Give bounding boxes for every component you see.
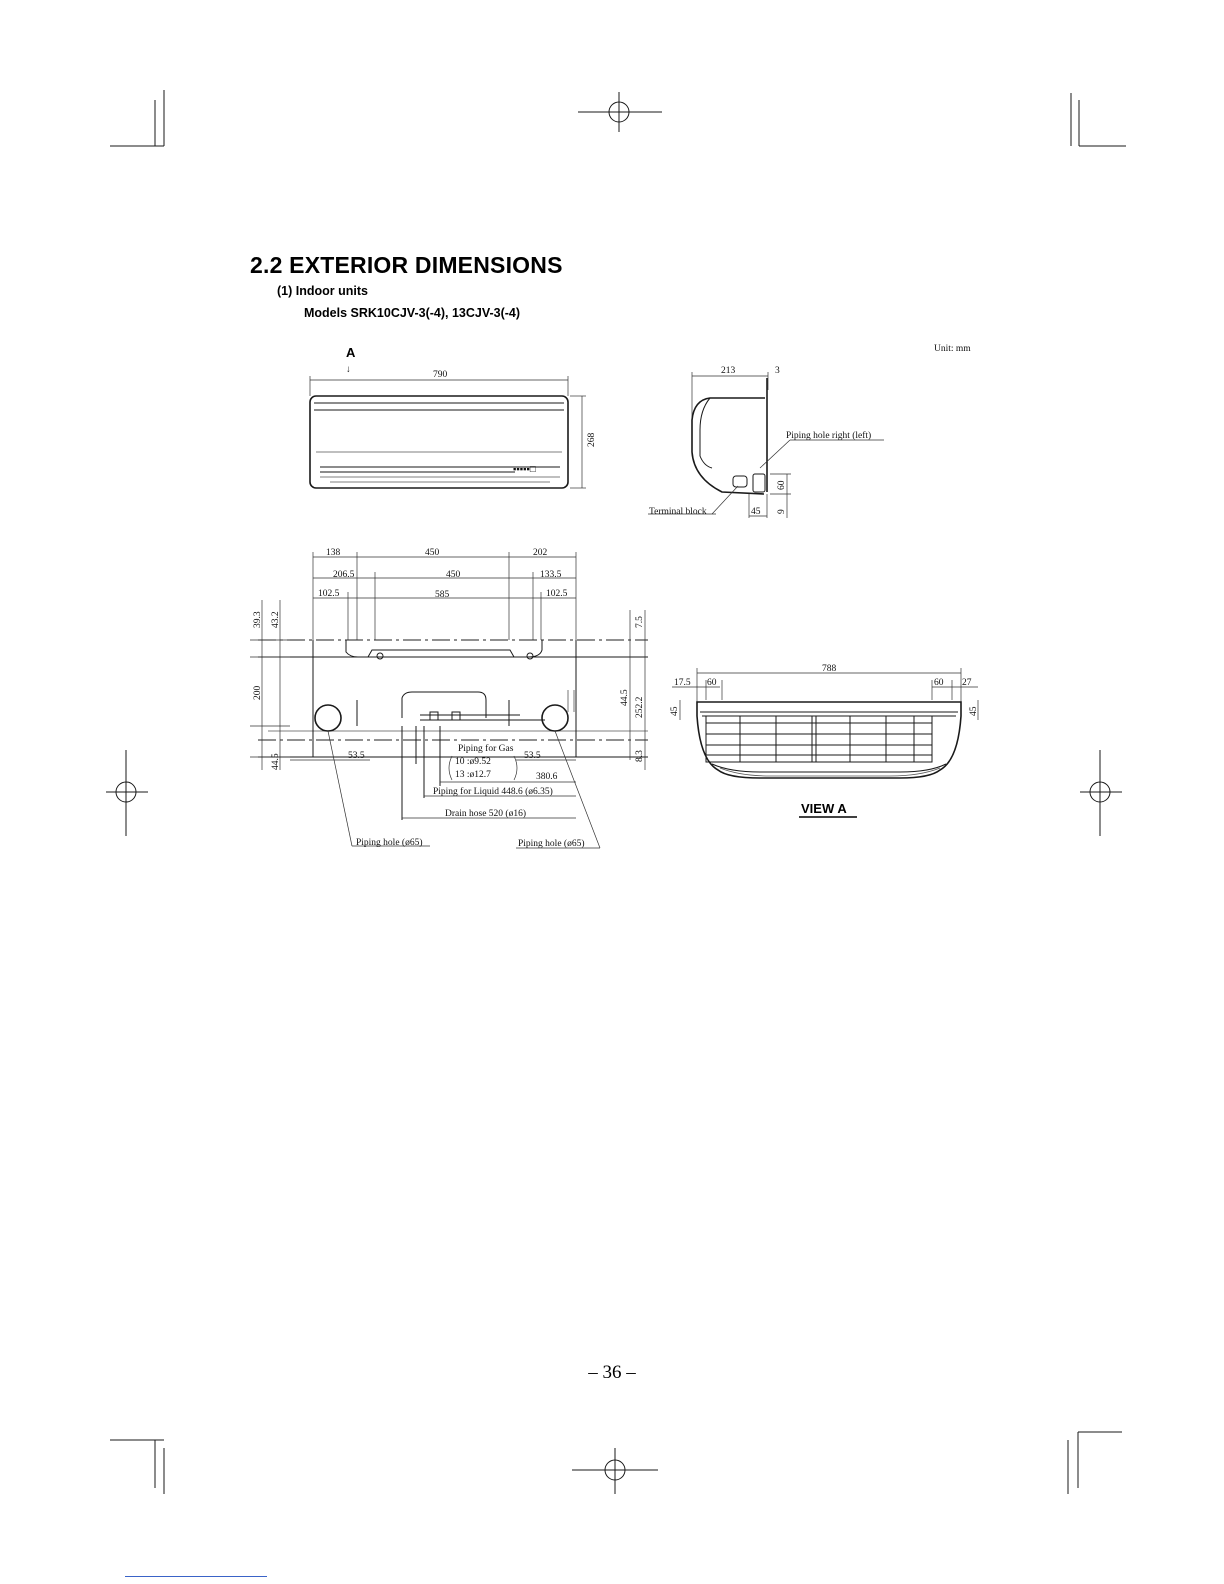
rear-dim-53-5-left: 53.5	[348, 751, 365, 761]
rear-dim-380-6: 380.6	[536, 772, 558, 782]
gas-piping-size-13: 13 :ø12.7	[455, 770, 491, 780]
view-a-height-left: 45	[670, 706, 680, 716]
view-a-dim-17-5: 17.5	[674, 678, 691, 688]
indicator-lamps-icon: ▪▪▪▪▪□	[513, 465, 536, 475]
piping-hole-right-label: Piping hole right (left)	[786, 430, 871, 441]
piping-hole-right-label-bottom: Piping hole (ø65)	[518, 838, 585, 849]
side-depth-label: 213	[721, 366, 736, 376]
rear-dim-133-5: 133.5	[540, 570, 562, 580]
models-line: Models SRK10CJV-3(-4), 13CJV-3(-4)	[304, 306, 521, 320]
rear-dim-7-5: 7.5	[635, 616, 645, 628]
view-a: 788 17.5 60 60 27	[670, 664, 979, 818]
rear-dim-8-3: 8.3	[635, 750, 645, 762]
side-dim-9: 9	[777, 509, 787, 514]
rear-dim-252-2: 252.2	[635, 696, 645, 718]
gas-piping-title: Piping for Gas	[458, 743, 514, 754]
crop-marks	[110, 90, 1126, 1494]
rear-dim-138: 138	[326, 548, 341, 558]
rear-dim-206-5: 206.5	[333, 570, 355, 580]
rear-view: 138 450 202 206.5 450 133.5 102.5 585 10…	[250, 548, 648, 849]
gas-piping-size-10: 10 :ø9.52	[455, 757, 491, 767]
rear-dim-102-5-left: 102.5	[318, 589, 340, 599]
view-a-caption: VIEW A	[801, 801, 847, 816]
unit-note: Unit: mm	[934, 344, 971, 354]
rear-dim-202: 202	[533, 548, 548, 558]
front-view: A ↓ 790 ▪▪▪▪▪□ 268	[309, 345, 597, 489]
subsection-title: (1) Indoor units	[277, 284, 368, 298]
drain-hose-label: Drain hose 520 (ø16)	[445, 808, 526, 819]
view-a-width-label: 788	[822, 664, 837, 674]
footer-rule	[125, 1576, 267, 1577]
side-gap-label: 3	[775, 366, 780, 376]
side-dim-45: 45	[751, 507, 761, 517]
rear-dim-450-mid: 450	[446, 570, 461, 580]
page-number: – 36 –	[588, 1362, 636, 1383]
front-height-label: 268	[587, 433, 597, 448]
view-a-dim-27: 27	[962, 678, 972, 688]
rear-dim-53-5-right: 53.5	[524, 751, 541, 761]
view-a-arrow-icon: ↓	[346, 365, 351, 375]
rear-dim-39-3: 39.3	[253, 611, 263, 628]
view-a-dim-60-left: 60	[707, 678, 717, 688]
rear-dim-200: 200	[253, 686, 263, 701]
side-dim-60: 60	[777, 480, 787, 490]
rear-dim-585: 585	[435, 590, 450, 600]
rear-dim-44-5-left: 44.5	[271, 753, 281, 770]
rear-dim-43-2: 43.2	[271, 611, 281, 628]
view-a-dim-60-right: 60	[934, 678, 944, 688]
terminal-block-label: Terminal block	[649, 507, 707, 517]
side-view: 213 3 Piping hole right (left) Terminal …	[648, 366, 884, 518]
liquid-piping-label: Piping for Liquid 448.6 (ø6.35)	[433, 786, 553, 797]
rear-dim-102-5-right: 102.5	[546, 589, 568, 599]
rear-dim-450-top: 450	[425, 548, 440, 558]
view-a-height-right: 45	[969, 706, 979, 716]
view-a-arrow-label: A	[346, 345, 356, 360]
front-width-label: 790	[433, 370, 448, 380]
registration-marks	[106, 92, 1122, 1494]
piping-hole-left-label: Piping hole (ø65)	[356, 837, 423, 848]
section-title: 2.2 EXTERIOR DIMENSIONS	[250, 252, 563, 278]
rear-dim-44-5-right: 44.5	[620, 689, 630, 706]
